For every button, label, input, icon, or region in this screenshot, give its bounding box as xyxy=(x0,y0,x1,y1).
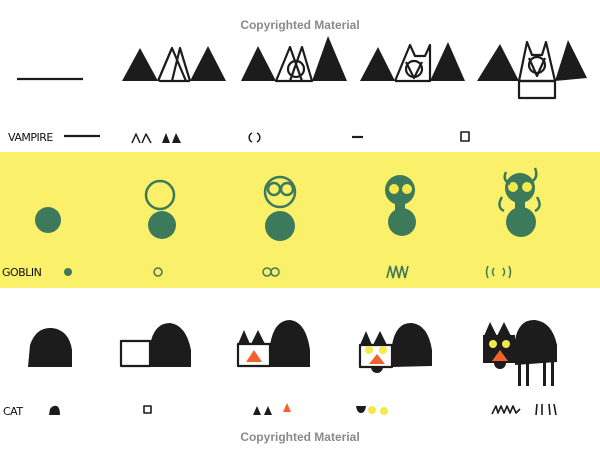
cat-step-1 xyxy=(28,327,72,367)
goblin-step-4 xyxy=(385,175,416,236)
vampire-steps xyxy=(17,36,587,100)
vampire-step-4 xyxy=(360,42,465,83)
goblin-step-1 xyxy=(35,207,61,233)
cat-step-2 xyxy=(119,323,191,368)
vampire-shape-key xyxy=(64,131,470,144)
goblin-shape-key xyxy=(64,265,512,279)
vampire-step-2 xyxy=(122,46,226,83)
goblin-steps xyxy=(35,167,541,241)
cat-step-4 xyxy=(358,322,432,373)
goblin-label: GOBLIN xyxy=(2,266,42,279)
cat-label: CAT xyxy=(3,405,23,418)
goblin-step-3 xyxy=(263,175,297,241)
cat-shape-key xyxy=(49,403,557,416)
cat-step-3 xyxy=(236,320,310,368)
copyright-watermark-bottom: Copyrighted Material xyxy=(240,430,359,444)
copyright-watermark-top: Copyrighted Material xyxy=(240,18,359,32)
cat-step-5 xyxy=(483,319,557,386)
vampire-label: VAMPIRE xyxy=(8,131,53,144)
goblin-step-2 xyxy=(144,179,176,239)
vampire-step-5 xyxy=(477,40,587,100)
vampire-step-3 xyxy=(241,36,347,83)
goblin-step-5 xyxy=(498,167,541,237)
cat-steps xyxy=(28,319,557,386)
goblin-band xyxy=(0,152,600,288)
